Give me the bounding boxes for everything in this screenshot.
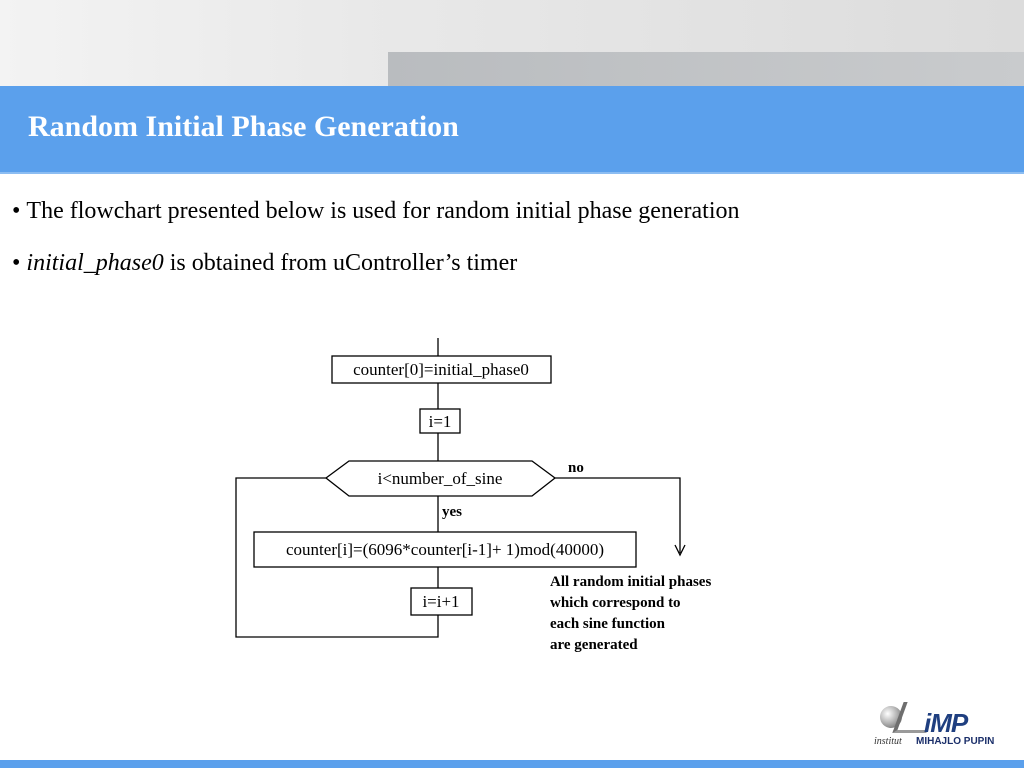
result-note-line-4: are generated: [550, 637, 638, 653]
set-i-label: i=1: [429, 412, 452, 431]
logo-mark: iMP: [924, 708, 968, 738]
decision-label: i<number_of_sine: [378, 469, 503, 488]
init-label: counter[0]=initial_phase0: [353, 360, 529, 379]
result-note-line-1: All random initial phases: [550, 574, 711, 590]
logo-prefix: institut: [874, 736, 902, 747]
bullet-glyph: •: [12, 198, 21, 224]
result-note-line-2: which correspond to: [550, 595, 681, 611]
bullet-item-2: •initial_phase0 is obtained from uContro…: [12, 250, 517, 277]
logo-name: MIHAJLO PUPIN: [916, 736, 995, 747]
compute-label: counter[i]=(6096*counter[i-1]+ 1)mod(400…: [286, 540, 604, 559]
yes-branch-label: yes: [442, 504, 462, 520]
no-connector: [555, 477, 681, 553]
footer-bar: [0, 760, 1024, 768]
set-i-box: [419, 408, 461, 434]
header-gray-tab: [388, 52, 1024, 86]
institute-logo: iMP institut MIHAJLO PUPIN: [862, 688, 1002, 750]
logo-sphere-icon: [880, 706, 902, 728]
slide-title: Random Initial Phase Generation: [28, 110, 459, 143]
loop-back-connector: [235, 477, 439, 638]
title-band: [0, 86, 1024, 174]
init-box: [331, 355, 552, 384]
bullet-2-emphasis: initial_phase0: [26, 250, 164, 276]
no-arrowhead: [674, 544, 686, 557]
bullet-item-1: •The flowchart presented below is used f…: [12, 198, 740, 225]
bullet-1-text: The flowchart presented below is used fo…: [26, 198, 740, 224]
bullet-glyph: •: [12, 250, 21, 276]
increment-box: [410, 587, 473, 616]
increment-label: i=i+1: [422, 592, 459, 611]
result-note-line-3: each sine function: [550, 616, 666, 632]
compute-box: [253, 531, 637, 568]
no-branch-label: no: [568, 460, 584, 476]
bullet-2-text: is obtained from uController’s timer: [163, 250, 518, 276]
